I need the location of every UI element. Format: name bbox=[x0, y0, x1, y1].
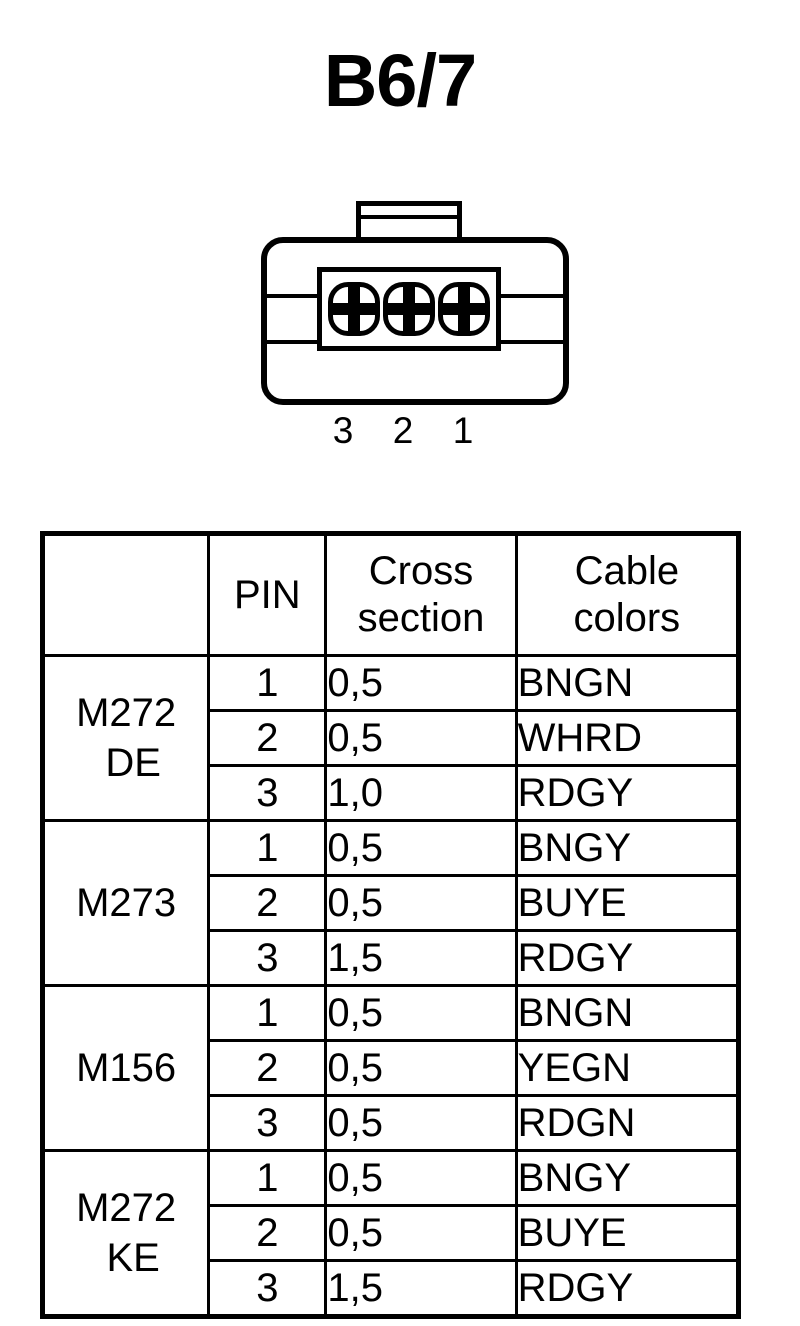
group-label-line1: M156 bbox=[76, 1046, 177, 1090]
cross-section-cell: 0,5 bbox=[324, 1204, 518, 1262]
header-pin-label: PIN bbox=[233, 572, 301, 617]
cable-color-cell: BUYE bbox=[514, 1204, 741, 1262]
cable-color-cell: BNGN bbox=[514, 984, 741, 1042]
header-cell-pin: PIN bbox=[207, 532, 328, 657]
table-row: M272 DE 1 0,5 BNGN bbox=[40, 654, 741, 822]
pin-cell: 1 bbox=[207, 819, 328, 877]
table-row: 3 0,5 RDGN bbox=[43, 1094, 741, 1152]
group-label-line2: KE bbox=[106, 1236, 160, 1280]
table-row: 2 0,5 WHRD bbox=[43, 709, 741, 767]
cross-section-cell: 0,5 bbox=[324, 709, 518, 767]
header-colors-line1: Cable bbox=[574, 549, 680, 593]
group-label-line2: DE bbox=[105, 741, 161, 785]
header-cell-cable-colors: Cable colors bbox=[514, 532, 741, 657]
cross-section-cell: 0,5 bbox=[324, 1094, 518, 1152]
pin-number-label-1: 1 bbox=[452, 410, 474, 451]
cross-section-cell: 1,0 bbox=[324, 764, 518, 822]
pin-cross-vertical-icon bbox=[403, 282, 415, 336]
table-row: 3 1,0 RDGY bbox=[43, 764, 741, 822]
cross-section-cell: 0,5 bbox=[324, 984, 518, 1042]
group-label-line1: M272 bbox=[76, 1186, 177, 1230]
connector-latch-tab bbox=[356, 201, 462, 239]
cross-section-cell: 0,5 bbox=[324, 819, 518, 877]
pin-cell: 1 bbox=[207, 984, 328, 1042]
cable-color-cell: WHRD bbox=[514, 709, 741, 767]
cross-section-cell: 1,5 bbox=[324, 929, 518, 987]
pin-number-labels: 3 2 1 bbox=[311, 411, 495, 455]
pin-housing-window bbox=[317, 267, 501, 351]
cable-color-cell: RDGY bbox=[514, 764, 741, 822]
cable-color-cell: YEGN bbox=[514, 1039, 741, 1097]
pin-cell: 3 bbox=[207, 764, 328, 822]
cable-color-cell: BUYE bbox=[514, 874, 741, 932]
group-label-cell: M156 bbox=[40, 984, 211, 1152]
cable-color-cell: BNGY bbox=[514, 1149, 741, 1207]
header-cell-cross-section: Cross section bbox=[324, 532, 518, 657]
table-row: 2 0,5 YEGN bbox=[43, 1039, 741, 1097]
group-label-cell: M273 bbox=[40, 819, 211, 987]
pin-cross-vertical-icon bbox=[458, 282, 470, 336]
cable-color-cell: RDGY bbox=[514, 1259, 741, 1318]
cable-color-cell: BNGN bbox=[514, 654, 741, 712]
table-row: M156 1 0,5 BNGN bbox=[40, 984, 741, 1152]
table-row: 2 0,5 BUYE bbox=[43, 874, 741, 932]
pin-cell: 2 bbox=[207, 874, 328, 932]
pin-cell: 1 bbox=[207, 654, 328, 712]
table-row: M273 1 0,5 BNGY bbox=[40, 819, 741, 987]
cross-section-cell: 0,5 bbox=[324, 874, 518, 932]
pin-cell: 2 bbox=[207, 1204, 328, 1262]
table-header-row: PIN Cross section Cable colors bbox=[40, 532, 741, 657]
pin-cell: 3 bbox=[207, 1259, 328, 1318]
cross-section-cell: 1,5 bbox=[324, 1259, 518, 1318]
cable-assignment-table: PIN Cross section Cable colors M272 DE 1… bbox=[40, 531, 741, 1319]
pin-cross-vertical-icon bbox=[348, 282, 360, 336]
cross-section-cell: 0,5 bbox=[324, 1149, 518, 1207]
pin-socket-1 bbox=[438, 282, 490, 336]
cross-section-cell: 0,5 bbox=[324, 654, 518, 712]
pin-socket-2 bbox=[383, 282, 435, 336]
table-row: 3 1,5 RDGY bbox=[43, 1259, 741, 1318]
header-colors-line2: colors bbox=[573, 596, 681, 640]
group-label-line1: M272 bbox=[76, 691, 177, 735]
connector-housing-body bbox=[261, 237, 569, 405]
pin-number-label-3: 3 bbox=[332, 410, 354, 451]
header-cell-blank bbox=[40, 532, 211, 657]
pin-cell: 2 bbox=[207, 709, 328, 767]
pin-socket-3 bbox=[328, 282, 380, 336]
cable-color-cell: RDGN bbox=[514, 1094, 741, 1152]
connector-latch-line bbox=[361, 215, 457, 219]
pin-cell: 1 bbox=[207, 1149, 328, 1207]
cable-color-cell: RDGY bbox=[514, 929, 741, 987]
pin-cell: 3 bbox=[207, 929, 328, 987]
connector-diagram: 3 2 1 bbox=[255, 195, 575, 465]
header-cross-line1: Cross bbox=[368, 549, 474, 593]
table-row: M272 KE 1 0,5 BNGY bbox=[40, 1149, 741, 1318]
pin-cell: 3 bbox=[207, 1094, 328, 1152]
group-label-cell: M272 KE bbox=[40, 1149, 211, 1318]
group-label-cell: M272 DE bbox=[40, 654, 211, 822]
page-title: B6/7 bbox=[323, 39, 477, 122]
pin-cell: 2 bbox=[207, 1039, 328, 1097]
cable-color-cell: BNGY bbox=[514, 819, 741, 877]
pin-number-label-2: 2 bbox=[392, 410, 414, 451]
table-row: 2 0,5 BUYE bbox=[43, 1204, 741, 1262]
header-cross-line2: section bbox=[357, 596, 485, 640]
cross-section-cell: 0,5 bbox=[324, 1039, 518, 1097]
table-row: 3 1,5 RDGY bbox=[43, 929, 741, 987]
group-label-line1: M273 bbox=[76, 881, 177, 925]
